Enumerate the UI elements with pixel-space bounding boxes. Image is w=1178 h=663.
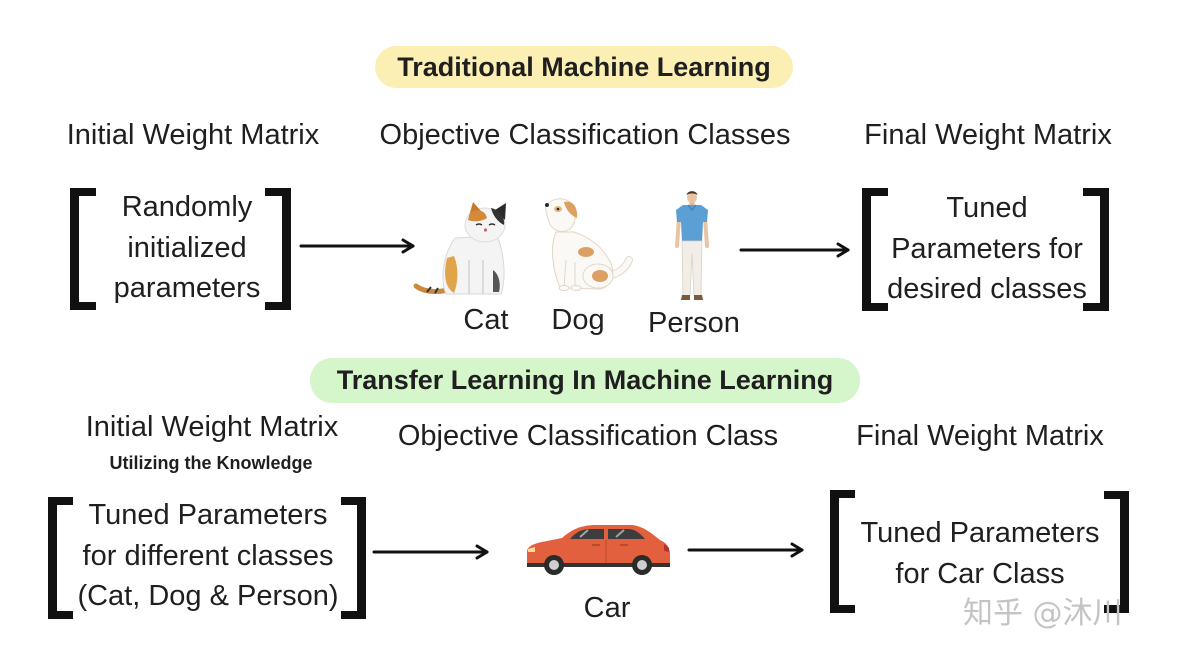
traditional-final-right-bracket [1083,188,1109,311]
class-label-cat: Cat [463,304,509,336]
class-label-car: Car [583,592,631,624]
traditional-objective-heading: Objective Classification Classes [379,119,791,151]
transfer-initial-heading: Initial Weight Matrix [85,411,339,443]
class-label-dog: Dog [551,304,605,336]
traditional-initial-matrix: Randomly initialized parameters [114,187,261,309]
matrix-line: (Cat, Dog & Person) [77,580,339,612]
traditional-initial-right-bracket [265,188,291,310]
traditional-ml-title-text: Traditional Machine Learning [397,51,771,82]
traditional-final-left-bracket [862,188,888,311]
transfer-learning-title: Transfer Learning In Machine Learning [310,358,860,403]
traditional-ml-title: Traditional Machine Learning [375,46,793,88]
matrix-line: parameters [113,272,261,304]
traditional-final-heading: Final Weight Matrix [864,119,1112,151]
transfer-learning-title-text: Transfer Learning In Machine Learning [336,365,834,395]
transfer-final-right-bracket [1104,491,1129,613]
matrix-line: Randomly [121,191,253,223]
traditional-final-matrix: Tuned Parameters for desired classes [887,188,1087,310]
matrix-line: initialized [127,231,247,264]
car-icon [527,525,670,575]
transfer-initial-matrix: Tuned Parameters for different classes (… [77,495,338,617]
transfer-final-matrix: Tuned Parameters for Car Class [860,513,1099,595]
arrow-right-icon [687,542,804,558]
transfer-initial-right-bracket [341,497,366,619]
matrix-line: Tuned [946,192,1028,224]
matrix-line: desired classes [887,273,1087,305]
matrix-line: for different classes [82,539,334,572]
matrix-line: Parameters for [891,232,1083,265]
transfer-final-heading: Final Weight Matrix [856,420,1104,452]
arrow-right-icon [739,242,850,258]
cat-icon [413,202,506,295]
transfer-initial-subheading: Utilizing the Knowledge [109,453,313,473]
watermark: 知乎 @沐川 [963,596,1123,631]
traditional-initial-heading: Initial Weight Matrix [66,119,320,151]
class-label-person: Person [648,307,740,339]
dog-icon [545,198,633,291]
matrix-line: for Car Class [895,558,1065,590]
traditional-initial-left-bracket [70,188,96,310]
transfer-objective-heading: Objective Classification Class [397,420,779,452]
arrow-right-icon [372,544,489,560]
transfer-final-left-bracket [830,490,855,613]
matrix-line: Tuned Parameters [88,499,328,531]
arrow-right-icon [299,238,415,254]
transfer-initial-left-bracket [48,497,73,619]
matrix-line: Tuned Parameters [860,517,1100,549]
person-icon [675,191,709,300]
